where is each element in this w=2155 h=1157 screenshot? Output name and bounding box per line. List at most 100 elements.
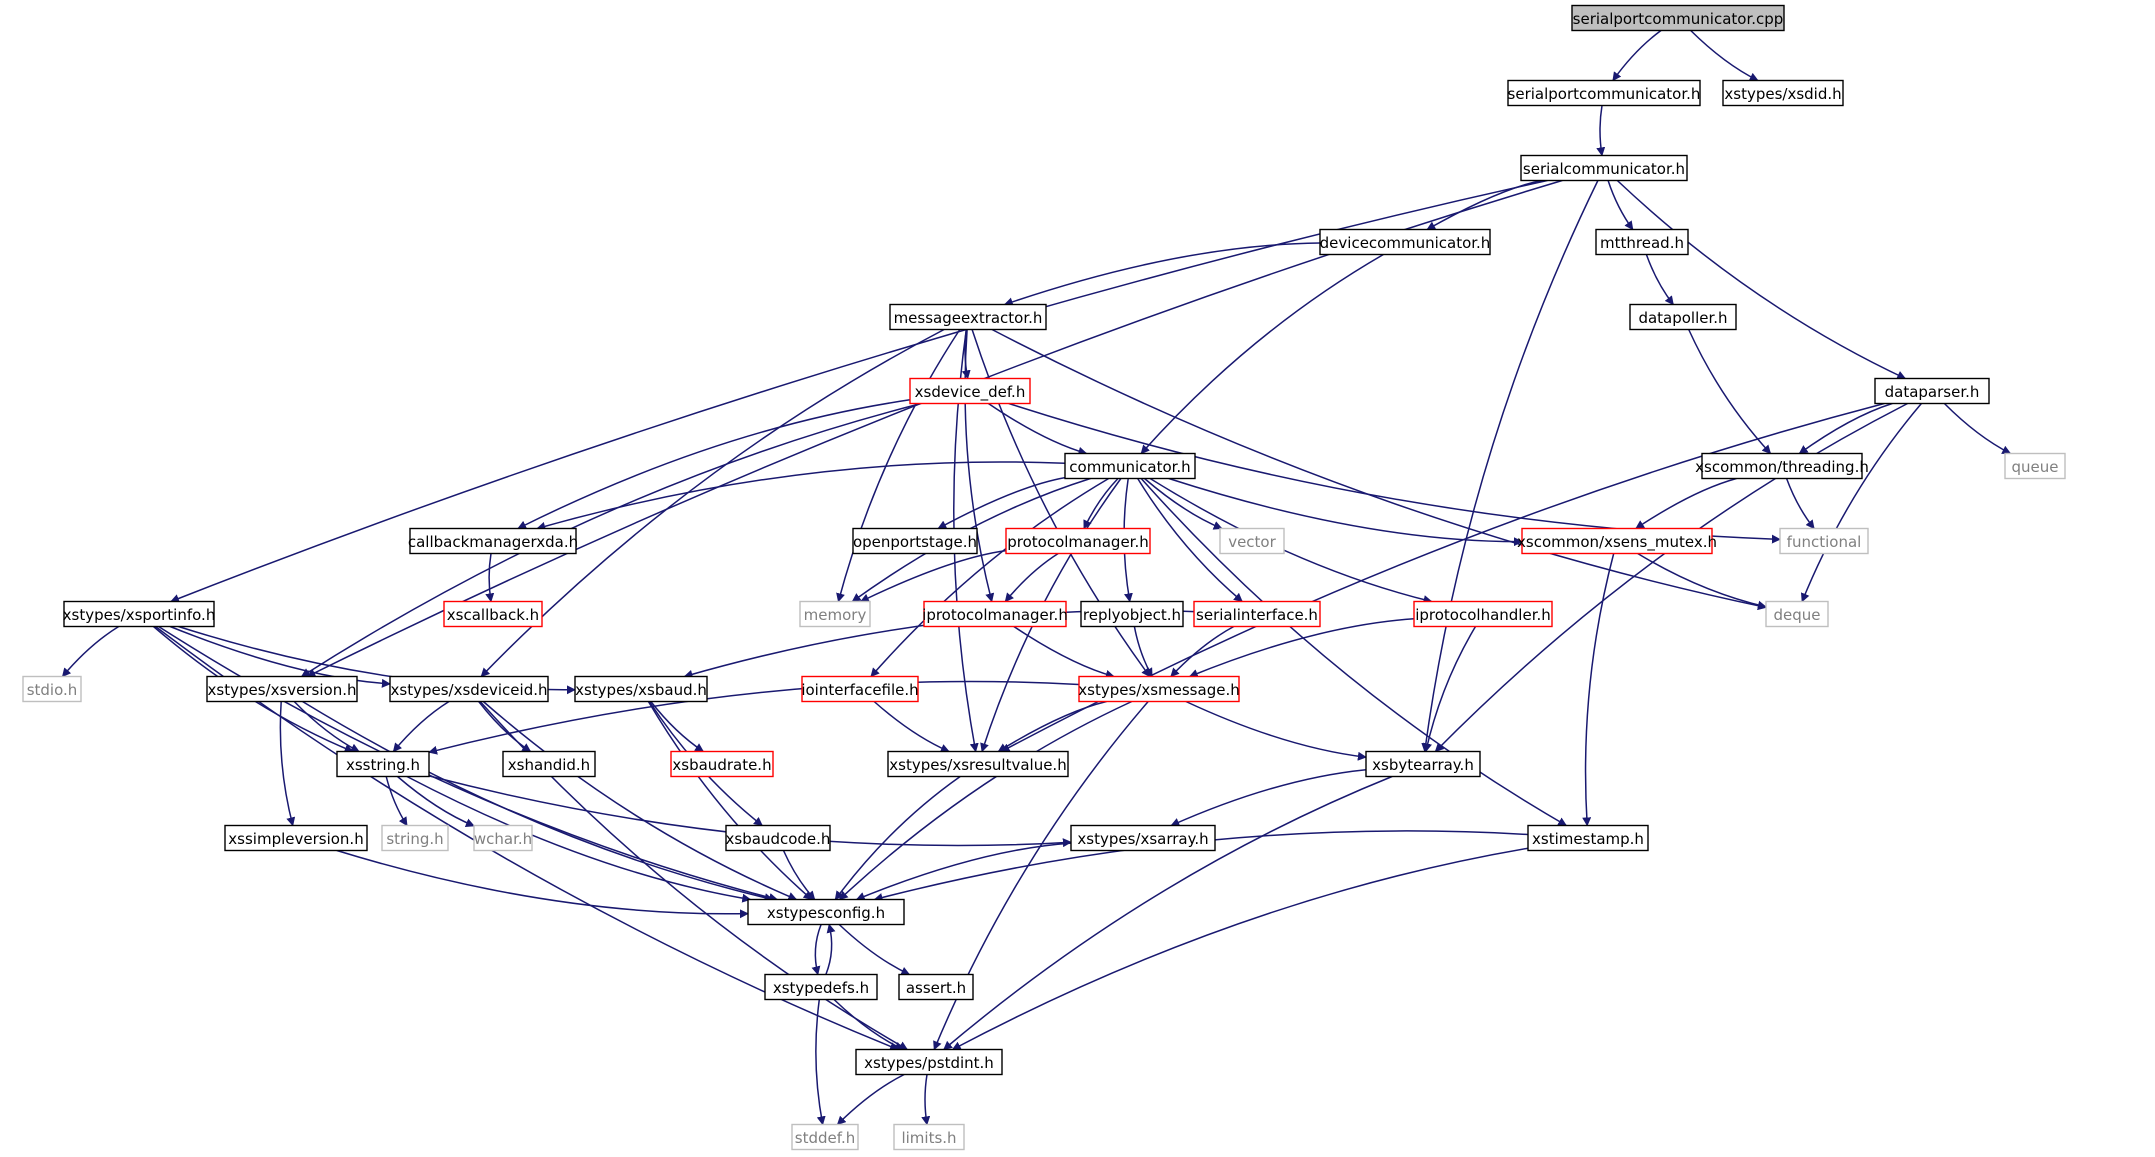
node-box-spc_h[interactable]: [1507, 79, 1701, 107]
node-box-bytearray[interactable]: [1365, 750, 1481, 778]
node-box-queue[interactable]: [2004, 452, 2066, 480]
node-box-deviceid[interactable]: [389, 675, 549, 703]
node-xsstring[interactable]: xsstring.h: [336, 750, 430, 778]
node-box-xsdevdef[interactable]: [909, 377, 1031, 405]
node-xsversion[interactable]: xstypes/xsversion.h: [206, 675, 358, 703]
node-iprotohandler[interactable]: iprotocolhandler.h: [1413, 600, 1553, 628]
node-spc_cpp[interactable]: serialportcommunicator.cpp: [1571, 4, 1785, 32]
node-xsarray[interactable]: xstypes/xsarray.h: [1070, 824, 1216, 852]
node-cbmgr[interactable]: callbackmanagerxda.h: [408, 527, 578, 555]
node-pstdint[interactable]: xstypes/pstdint.h: [855, 1048, 1003, 1076]
node-box-memory[interactable]: [799, 600, 871, 628]
node-xsbaudrate[interactable]: xsbaudrate.h: [670, 750, 774, 778]
node-box-wchar[interactable]: [473, 824, 533, 852]
node-box-msgext[interactable]: [889, 303, 1047, 331]
node-queue[interactable]: queue: [2004, 452, 2066, 480]
node-box-xsbaud[interactable]: [574, 675, 708, 703]
node-box-stringh[interactable]: [381, 824, 449, 852]
node-box-datapoller[interactable]: [1629, 303, 1737, 331]
node-openport[interactable]: openportstage.h: [852, 527, 978, 555]
node-assert[interactable]: assert.h: [898, 973, 974, 1001]
node-msgext[interactable]: messageextractor.h: [889, 303, 1047, 331]
node-box-xscallback[interactable]: [443, 600, 543, 628]
node-protomgr[interactable]: protocolmanager.h: [1005, 527, 1151, 555]
node-wchar[interactable]: wchar.h: [473, 824, 533, 852]
node-iprotomgr[interactable]: iprotocolmanager.h: [922, 600, 1068, 628]
node-stringh[interactable]: string.h: [381, 824, 449, 852]
node-box-spc_cpp[interactable]: [1571, 4, 1785, 32]
node-bytearray[interactable]: xsbytearray.h: [1365, 750, 1481, 778]
node-box-assert[interactable]: [898, 973, 974, 1001]
node-box-iprotomgr[interactable]: [923, 600, 1067, 628]
node-box-typesconfig[interactable]: [747, 898, 905, 926]
node-threading[interactable]: xscommon/threading.h: [1695, 452, 1869, 480]
node-memory[interactable]: memory: [799, 600, 871, 628]
node-box-pstdint[interactable]: [855, 1048, 1003, 1076]
node-serialif[interactable]: serialinterface.h: [1193, 600, 1321, 628]
node-box-xsstring[interactable]: [336, 750, 430, 778]
node-box-mutex[interactable]: [1521, 527, 1713, 555]
node-box-mtthread[interactable]: [1595, 228, 1689, 256]
node-box-limits[interactable]: [893, 1123, 965, 1151]
node-box-serialif[interactable]: [1193, 600, 1321, 628]
node-typesconfig[interactable]: xstypesconfig.h: [747, 898, 905, 926]
node-limits[interactable]: limits.h: [893, 1123, 965, 1151]
node-xscallback[interactable]: xscallback.h: [443, 600, 543, 628]
node-box-timestamp[interactable]: [1527, 824, 1649, 852]
node-portinfo[interactable]: xstypes/xsportinfo.h: [63, 600, 216, 628]
node-xsmessage[interactable]: xstypes/xsmessage.h: [1078, 675, 1240, 703]
node-box-devcomm[interactable]: [1319, 228, 1491, 256]
node-box-xsversion[interactable]: [206, 675, 358, 703]
node-box-portinfo[interactable]: [63, 600, 215, 628]
node-box-comm[interactable]: [1064, 452, 1196, 480]
node-deviceid[interactable]: xstypes/xsdeviceid.h: [389, 675, 549, 703]
node-resultval[interactable]: xstypes/xsresultvalue.h: [887, 750, 1069, 778]
node-timestamp[interactable]: xstimestamp.h: [1527, 824, 1649, 852]
node-comm[interactable]: communicator.h: [1064, 452, 1196, 480]
node-box-typedefs[interactable]: [764, 973, 878, 1001]
node-box-threading[interactable]: [1701, 452, 1863, 480]
node-box-vector[interactable]: [1219, 527, 1285, 555]
node-sc_h[interactable]: serialcommunicator.h: [1520, 154, 1688, 182]
node-box-deque[interactable]: [1765, 600, 1829, 628]
node-box-stddef[interactable]: [791, 1123, 859, 1151]
node-box-xsdid[interactable]: [1722, 79, 1844, 107]
node-dataparser[interactable]: dataparser.h: [1874, 377, 1990, 405]
node-box-simplever[interactable]: [224, 824, 368, 852]
node-mutex[interactable]: xscommon/xsens_mutex.h: [1517, 527, 1717, 555]
node-box-dataparser[interactable]: [1874, 377, 1990, 405]
node-deque[interactable]: deque: [1765, 600, 1829, 628]
node-replyobj[interactable]: replyobject.h: [1080, 600, 1184, 628]
node-box-xshandid[interactable]: [502, 750, 596, 778]
node-box-protomgr[interactable]: [1005, 527, 1151, 555]
node-ioiffile[interactable]: iointerfacefile.h: [801, 675, 919, 703]
node-xshandid[interactable]: xshandid.h: [502, 750, 596, 778]
node-stddef[interactable]: stddef.h: [791, 1123, 859, 1151]
node-functional[interactable]: functional: [1779, 527, 1869, 555]
node-datapoller[interactable]: datapoller.h: [1629, 303, 1737, 331]
node-box-ioiffile[interactable]: [801, 675, 919, 703]
node-xsbaud[interactable]: xstypes/xsbaud.h: [574, 675, 708, 703]
node-box-replyobj[interactable]: [1080, 600, 1184, 628]
node-box-baudcode[interactable]: [725, 824, 831, 852]
node-stdio[interactable]: stdio.h: [22, 675, 82, 703]
node-box-resultval[interactable]: [887, 750, 1069, 778]
node-box-xsarray[interactable]: [1070, 824, 1216, 852]
node-box-xsbaudrate[interactable]: [670, 750, 774, 778]
node-box-functional[interactable]: [1779, 527, 1869, 555]
node-box-stdio[interactable]: [22, 675, 82, 703]
node-box-xsmessage[interactable]: [1078, 675, 1240, 703]
node-vector[interactable]: vector: [1219, 527, 1285, 555]
node-devcomm[interactable]: devicecommunicator.h: [1319, 228, 1491, 256]
node-simplever[interactable]: xssimpleversion.h: [224, 824, 368, 852]
node-mtthread[interactable]: mtthread.h: [1595, 228, 1689, 256]
node-xsdevdef[interactable]: xsdevice_def.h: [909, 377, 1031, 405]
node-box-openport[interactable]: [852, 527, 978, 555]
node-typedefs[interactable]: xstypedefs.h: [764, 973, 878, 1001]
node-box-iprotohandler[interactable]: [1413, 600, 1553, 628]
node-box-cbmgr[interactable]: [409, 527, 577, 555]
node-xsdid[interactable]: xstypes/xsdid.h: [1722, 79, 1844, 107]
node-spc_h[interactable]: serialportcommunicator.h: [1507, 79, 1701, 107]
node-baudcode[interactable]: xsbaudcode.h: [725, 824, 831, 852]
node-box-sc_h[interactable]: [1520, 154, 1688, 182]
